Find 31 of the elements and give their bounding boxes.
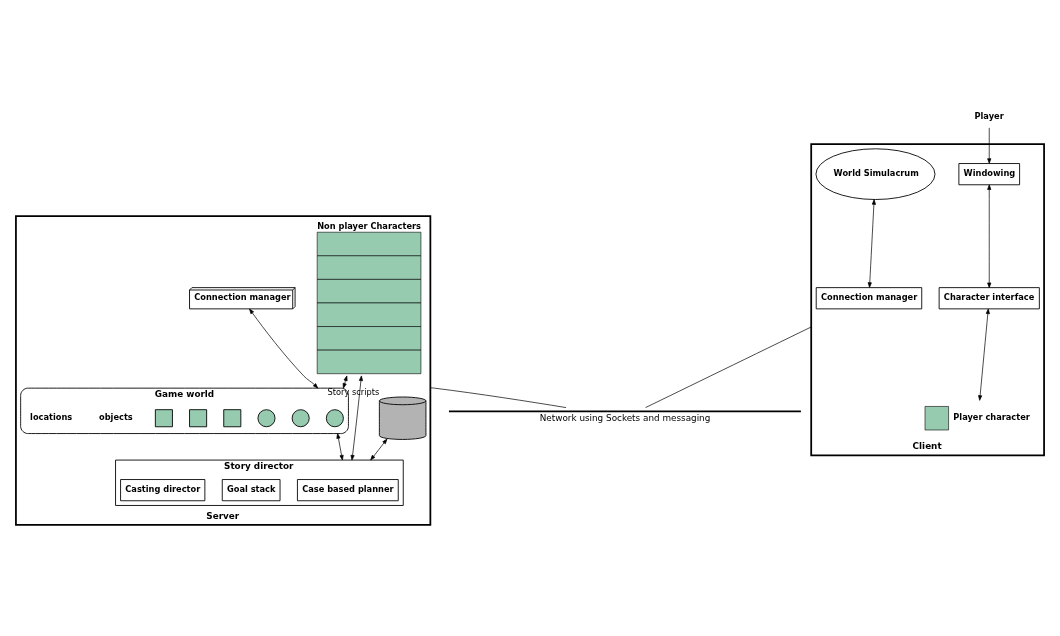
node-box — [189, 409, 208, 428]
connector — [645, 326, 812, 408]
arrow — [867, 199, 876, 288]
arrow — [350, 375, 363, 461]
node-box: Case based planner — [297, 479, 399, 502]
node-label: Player character — [953, 411, 1030, 422]
node-text: Player — [974, 110, 1004, 121]
node-text: Network using Sockets and messaging — [539, 412, 711, 423]
node-label: Story scripts — [327, 386, 380, 397]
node-box: Goal stack — [221, 479, 281, 502]
connector — [430, 387, 567, 408]
node-box: Casting director — [120, 479, 206, 502]
node-box — [154, 409, 173, 428]
arrow — [249, 308, 319, 389]
label: objects — [99, 411, 133, 422]
node-circle — [257, 409, 276, 428]
node-box: Windowing — [958, 163, 1021, 186]
arrow — [342, 375, 348, 389]
arrow — [987, 127, 992, 164]
node-circle — [291, 409, 310, 428]
arrow — [987, 184, 992, 288]
arrow — [370, 438, 388, 461]
arrow — [336, 433, 344, 461]
label: locations — [30, 411, 73, 422]
node-circle — [325, 409, 344, 428]
node-ellipse: World Simulacrum — [815, 148, 936, 200]
node-label: Non player Characters — [317, 221, 422, 232]
arrow — [978, 308, 990, 401]
node-box: Connection manager — [815, 287, 923, 310]
node-box — [223, 409, 242, 428]
node-box: Character interface — [938, 287, 1040, 310]
